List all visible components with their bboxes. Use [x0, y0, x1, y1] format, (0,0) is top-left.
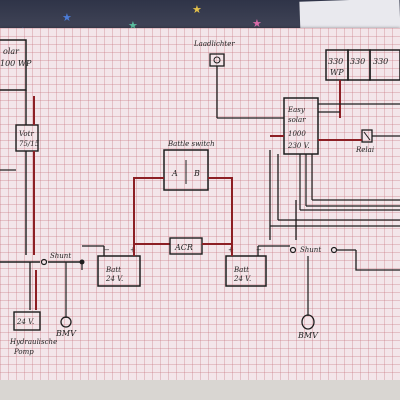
panel-3-label: 330 — [373, 57, 388, 66]
controller-model: 75/15 — [19, 140, 40, 148]
inverter-voltage: 230 V. — [287, 142, 310, 150]
table-surface — [0, 380, 400, 400]
inverter-charger: Easy solar 1000 230 V. — [283, 97, 319, 155]
star-decoration: ★ — [252, 17, 262, 30]
star-decoration: ★ — [128, 19, 138, 32]
lamp-top: Laadlichter — [193, 40, 235, 67]
solar-panels-right: 330 WP 330 330 — [325, 49, 400, 81]
pump-label-2: Pomp — [13, 348, 34, 356]
shunt-left-label: Shunt — [50, 252, 71, 260]
battery-switch: Battle switch A B — [163, 140, 215, 191]
svg-text:−: − — [104, 246, 110, 254]
panel-2-label: 330 — [350, 57, 365, 66]
panel-1-label: 330 — [328, 57, 343, 66]
bmv-right-meter — [301, 314, 315, 330]
solar-left-label: olar — [3, 47, 20, 56]
star-decoration: ★ — [192, 3, 202, 16]
svg-text:−: − — [256, 246, 262, 254]
grid-paper-sheet — [0, 28, 400, 380]
terminal-dot — [40, 258, 48, 266]
shunt-right-label: Shunt — [300, 246, 321, 254]
terminal-dot — [330, 246, 338, 254]
acr-box — [169, 237, 203, 255]
battery-switch-label: Battle switch — [167, 140, 215, 148]
battery-right-voltage: 24 V. — [233, 275, 251, 283]
acr-label: ACR — [174, 243, 193, 252]
solar-left-wattage: 100 WP — [0, 59, 32, 68]
inverter-model: 1000 — [288, 130, 306, 138]
star-decoration: ★ — [62, 11, 72, 24]
inverter-label-2: solar — [288, 116, 306, 124]
inverter-label: Easy — [287, 106, 306, 114]
battery-left-voltage: 24 V. — [105, 275, 123, 283]
battery-left-label: Batt — [105, 266, 121, 274]
relay-label: Relai — [355, 146, 374, 154]
pump-battery-label: 24 V. — [16, 318, 34, 326]
pump-label: Hydraulische — [9, 338, 57, 346]
shunt-right-terminal — [289, 246, 297, 254]
pump-battery-box — [13, 311, 41, 331]
controller-label: Votr — [19, 130, 34, 138]
bmv-right-label: BMV — [297, 331, 319, 340]
bmv-left-label: BMV — [55, 329, 77, 338]
switch-position-b: B — [193, 169, 200, 178]
charge-controller-left: Votr 75/15 — [15, 124, 40, 152]
bmv-left-meter — [60, 316, 72, 328]
battery-right-label: Batt — [233, 266, 249, 274]
switch-position-a: A — [171, 169, 178, 178]
solar-panel-left: olar 100 WP — [0, 39, 32, 91]
lamp-label: Laadlichter — [193, 40, 235, 48]
panel-1-unit: WP — [330, 68, 344, 77]
